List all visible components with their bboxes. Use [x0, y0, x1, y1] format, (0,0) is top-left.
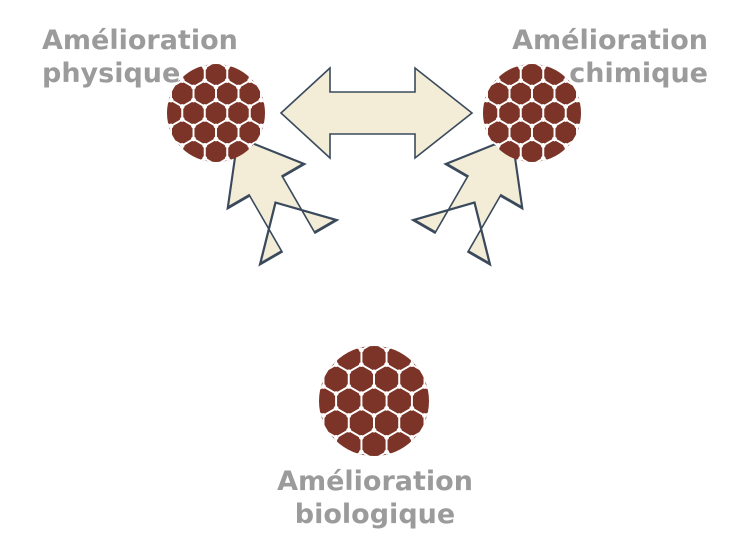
- label-chimique: Amélioration chimique: [512, 24, 708, 90]
- label-physique: Amélioration physique: [42, 24, 238, 90]
- label-biologique-line1: Amélioration: [277, 466, 473, 497]
- label-biologique: Amélioration biologique: [0, 465, 750, 531]
- sphere-biologique-icon: [319, 346, 429, 456]
- arrow-physique-chimique: [279, 66, 474, 160]
- label-chimique-line2: chimique: [569, 58, 708, 89]
- sphere-chimique-icon: [483, 64, 581, 162]
- label-physique-line1: Amélioration: [42, 25, 238, 56]
- label-biologique-line2: biologique: [294, 499, 456, 530]
- label-chimique-line1: Amélioration: [512, 25, 708, 56]
- label-physique-line2: physique: [42, 58, 181, 89]
